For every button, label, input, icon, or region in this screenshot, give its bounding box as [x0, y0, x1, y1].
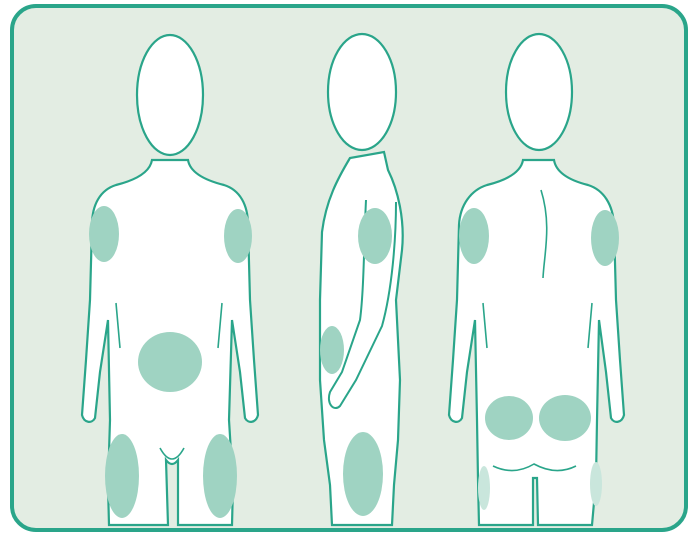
site-side-upper-arm [358, 208, 392, 264]
site-front-abdomen [138, 332, 202, 392]
site-side-thigh [343, 432, 383, 516]
site-front-right-arm [224, 209, 252, 263]
site-back-right-buttock [539, 395, 591, 441]
side-head [328, 34, 396, 150]
front-head [137, 35, 203, 155]
site-back-right-thigh-faint [590, 462, 602, 506]
site-back-left-arm [459, 208, 489, 264]
site-front-right-thigh [203, 434, 237, 518]
site-side-hip [320, 326, 344, 374]
site-back-left-thigh-faint [478, 466, 490, 510]
site-back-left-buttock [485, 396, 533, 440]
side-figure [320, 34, 403, 525]
site-front-left-thigh [105, 434, 139, 518]
site-back-right-arm [591, 210, 619, 266]
back-head [506, 34, 572, 150]
site-front-left-arm [89, 206, 119, 262]
